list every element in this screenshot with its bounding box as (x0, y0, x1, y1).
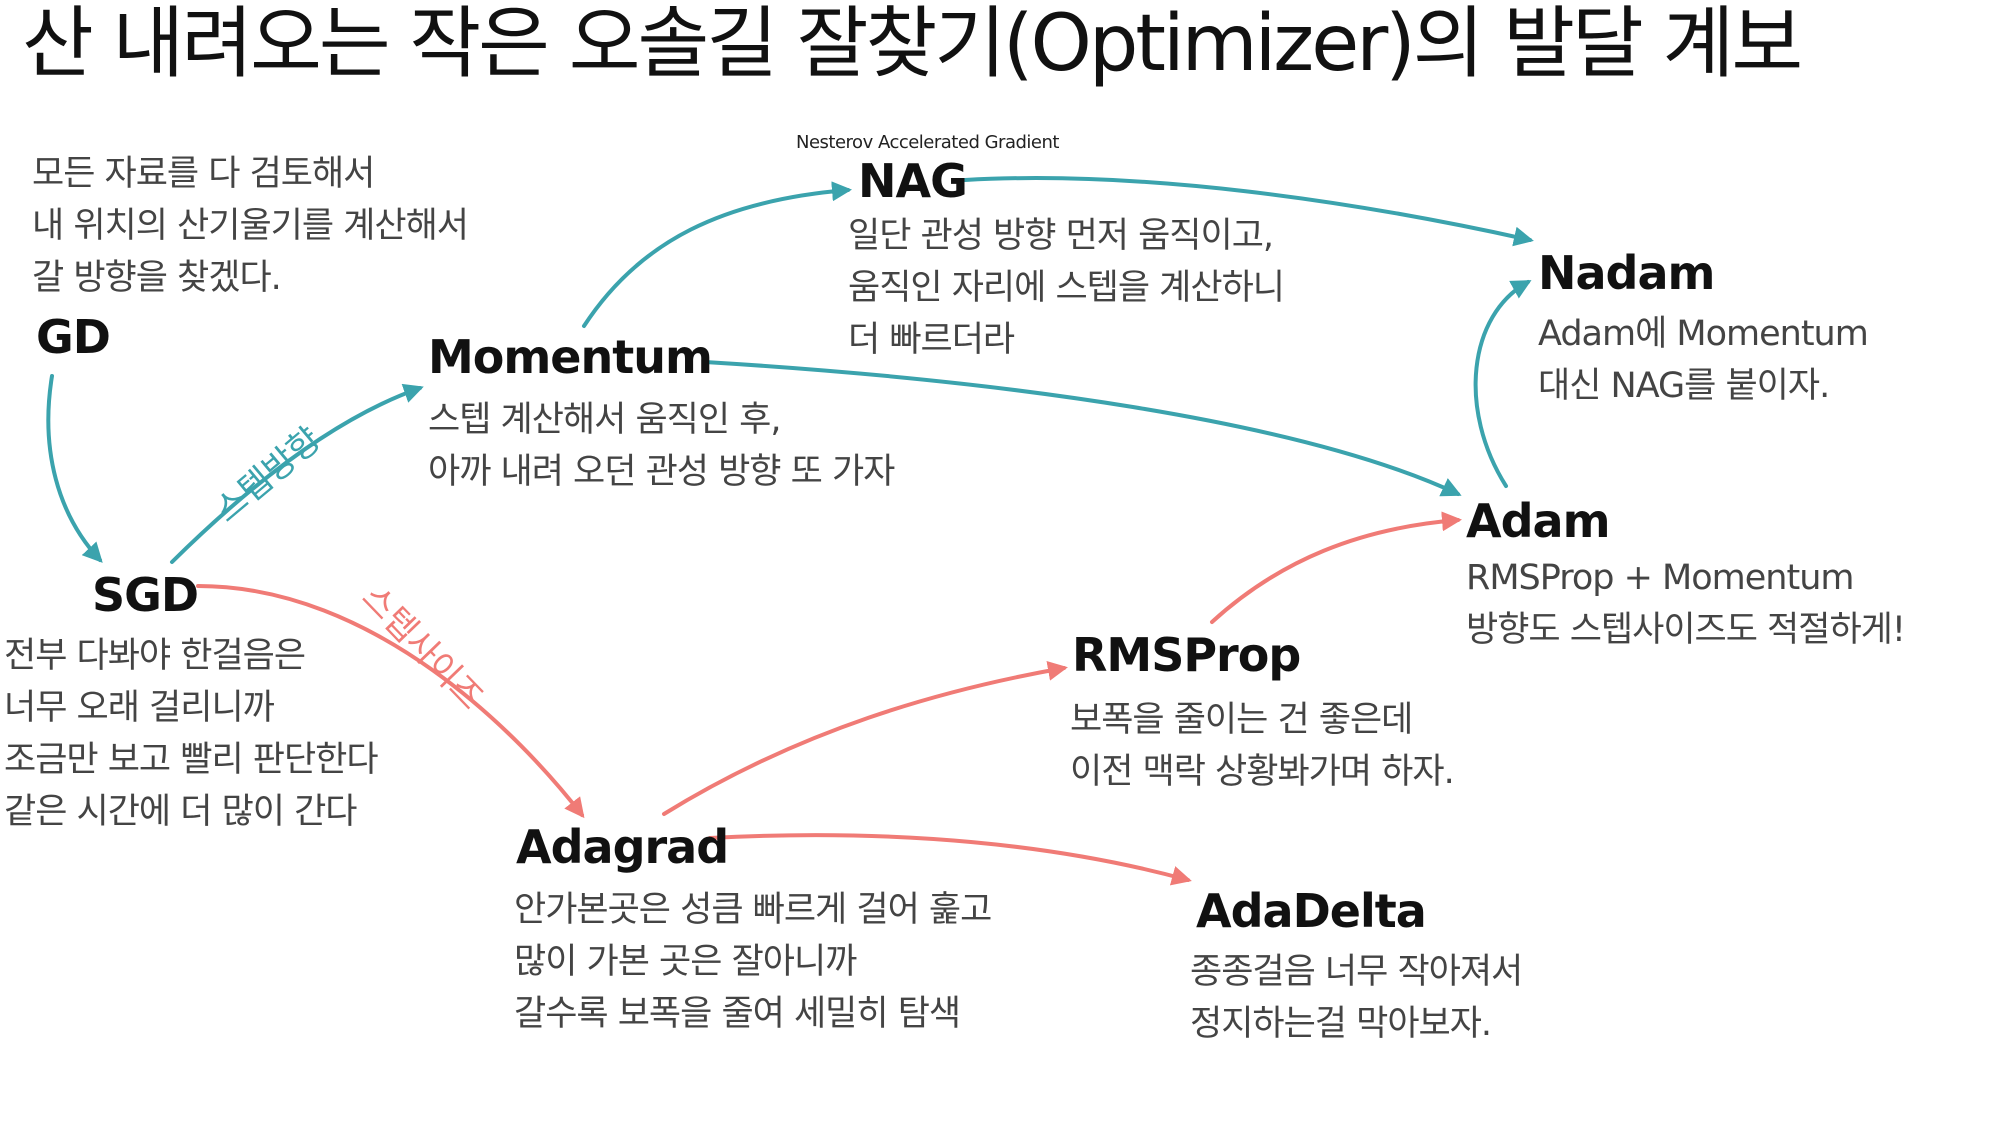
adagrad-description: 안가본곳은 성큼 빠르게 걸어 훑고 많이 가본 곳은 잘아니까 갈수록 보폭을… (514, 884, 992, 1040)
adam-description: RMSProp + Momentum 방향도 스텝사이즈도 적절하게! (1466, 552, 1906, 656)
rmsprop-desc-line: 이전 맥락 상황봐가며 하자. (1070, 752, 1455, 792)
momentum-node-title: Momentum (428, 330, 713, 384)
edge-adagrad-to-adadelta (708, 833, 1192, 886)
edge-sgd-to-momentum (170, 383, 424, 564)
edge-adam-to-nadam (1473, 280, 1532, 488)
adam-node-title: Adam (1466, 494, 1611, 548)
adagrad-desc-line: 많이 가본 곳은 잘아니까 (514, 942, 857, 982)
momentum-desc-line: 스텝 계산해서 움직인 후, (428, 400, 782, 440)
gd-desc-line: 모든 자료를 다 검토해서 (32, 154, 375, 194)
adagrad-desc-line: 갈수록 보폭을 줄여 세밀히 탐색 (514, 994, 961, 1034)
rmsprop-desc-line: 보폭을 줄이는 건 좋은데 (1070, 700, 1413, 740)
adadelta-node-title: AdaDelta (1196, 884, 1427, 938)
edge-gd-to-sgd (46, 374, 103, 563)
nag-subtitle: Nesterov Accelerated Gradient (796, 132, 1059, 153)
sgd-desc-line: 너무 오래 걸리니까 (4, 688, 275, 728)
edge-rmsprop-to-adam (1210, 511, 1462, 624)
nadam-desc-line: Adam에 Momentum (1538, 314, 1869, 354)
nag-desc-line: 움직인 자리에 스텝을 계산하니 (848, 268, 1285, 308)
adadelta-desc-line: 정지하는걸 막아보자. (1190, 1004, 1492, 1044)
edges (46, 176, 1534, 886)
edge-nag-to-nadam (963, 176, 1534, 247)
gd-desc-line: 내 위치의 산기울기를 계산해서 (32, 206, 469, 246)
page-title: 산 내려오는 작은 오솔길 잘찾기(Optimizer)의 발달 계보 (22, 0, 1803, 89)
edge-adagrad-to-rmsprop (662, 660, 1068, 816)
edge-sgd-to-adagrad (196, 584, 585, 819)
sgd-desc-line: 전부 다봐야 한걸음은 (4, 636, 306, 676)
nadam-description: Adam에 Momentum 대신 NAG를 붙이자. (1538, 308, 1869, 412)
adadelta-desc-line: 종종걸음 너무 작아져서 (1190, 952, 1523, 992)
gd-node-title: GD (36, 310, 111, 364)
nadam-desc-line: 대신 NAG를 붙이자. (1538, 366, 1830, 406)
momentum-desc-line: 아까 내려 오던 관성 방향 또 가자 (428, 452, 895, 492)
nadam-node-title: Nadam (1538, 246, 1715, 300)
adam-desc-line: 방향도 스텝사이즈도 적절하게! (1466, 610, 1906, 650)
nag-desc-line: 더 빠르더라 (848, 320, 1015, 360)
nag-desc-line: 일단 관성 방향 먼저 움직이고, (848, 216, 1274, 256)
nag-node-title: NAG (858, 154, 968, 208)
sgd-node-title: SGD (92, 568, 199, 622)
gd-desc-line: 갈 방향을 찾겠다. (32, 258, 282, 298)
edge-momentum-to-adam (703, 360, 1462, 497)
adagrad-node-title: Adagrad (516, 820, 729, 874)
adam-desc-line: RMSProp + Momentum (1466, 558, 1854, 598)
momentum-description: 스텝 계산해서 움직인 후, 아까 내려 오던 관성 방향 또 가자 (428, 394, 895, 498)
sgd-desc-line: 조금만 보고 빨리 판단한다 (4, 740, 379, 780)
nag-description: 일단 관성 방향 먼저 움직이고, 움직인 자리에 스텝을 계산하니 더 빠르더… (848, 210, 1285, 366)
edge-momentum-to-nag (582, 181, 852, 328)
sgd-description: 전부 다봐야 한걸음은 너무 오래 걸리니까 조금만 보고 빨리 판단한다 같은… (4, 630, 379, 838)
rmsprop-node-title: RMSProp (1072, 628, 1301, 682)
gd-description: 모든 자료를 다 검토해서 내 위치의 산기울기를 계산해서 갈 방향을 찾겠다… (32, 148, 469, 304)
sgd-desc-line: 같은 시간에 더 많이 간다 (4, 792, 358, 832)
adadelta-description: 종종걸음 너무 작아져서 정지하는걸 막아보자. (1190, 946, 1523, 1050)
adagrad-desc-line: 안가본곳은 성큼 빠르게 걸어 훑고 (514, 890, 992, 930)
rmsprop-description: 보폭을 줄이는 건 좋은데 이전 맥락 상황봐가며 하자. (1070, 694, 1455, 798)
